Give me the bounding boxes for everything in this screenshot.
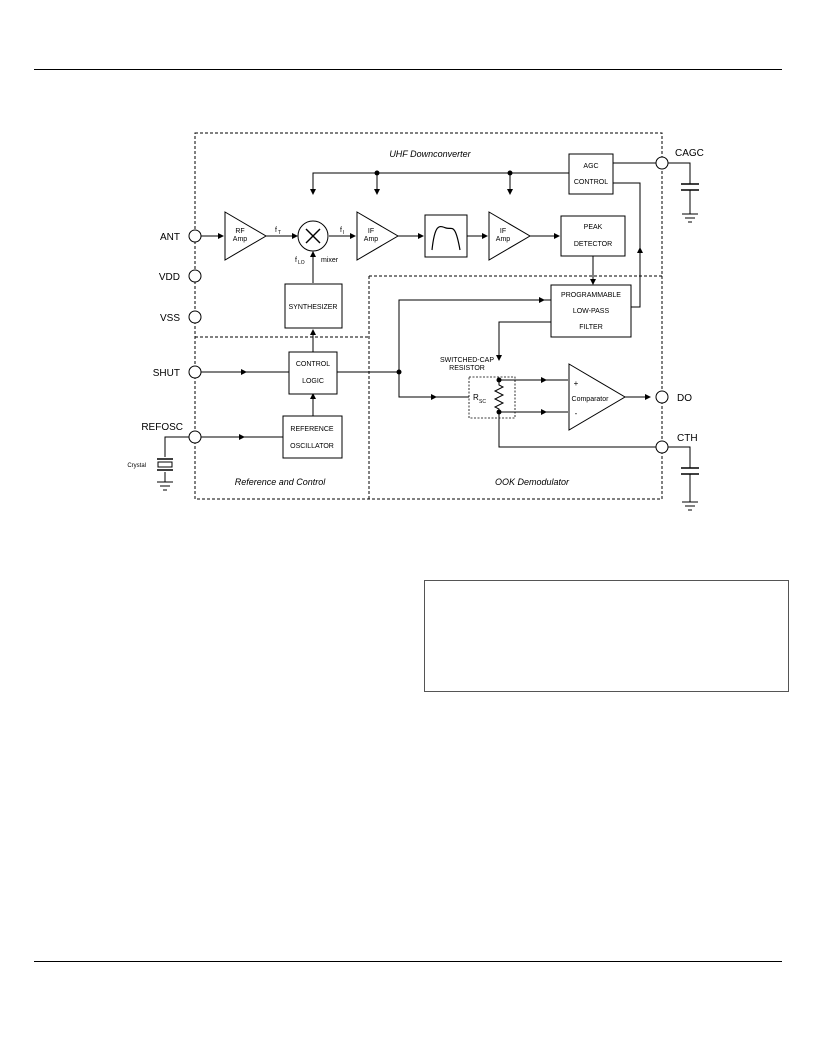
- comparator-label: Comparator: [572, 396, 610, 403]
- control-logic-label-2: LOGIC: [302, 378, 324, 385]
- comparator-minus: -: [575, 409, 578, 418]
- comparator-plus: +: [574, 379, 579, 388]
- wire-lpf-agc: [613, 182, 641, 308]
- if-amp2-label-1: IF: [500, 228, 506, 235]
- wire-ctrl-swcap: [398, 372, 469, 398]
- if-amp1-label-2: Amp: [364, 236, 379, 243]
- shut-pin-label: SHUT: [153, 368, 180, 379]
- wire-ctrl-lpf: [398, 299, 551, 372]
- bandpass-filter-block: [424, 214, 468, 258]
- agc-label-1: AGC: [583, 163, 598, 170]
- junction-plus: [496, 377, 502, 383]
- wire-lpf-rsc: [496, 321, 551, 361]
- vss-pin: [188, 310, 202, 324]
- rf-amp-label-1: RF: [235, 228, 244, 235]
- cagc-pin: [655, 156, 669, 170]
- synthesizer-block: [284, 283, 343, 329]
- reference-control-label: Reference and Control: [235, 477, 327, 487]
- peak-detector-block: [560, 215, 626, 257]
- junction-minus: [496, 409, 502, 415]
- footer-rule: [34, 961, 782, 962]
- agc-label-2: CONTROL: [574, 179, 608, 186]
- lowpass-filter-block: [550, 284, 632, 338]
- cagc-pin-label: CAGC: [675, 148, 704, 159]
- f-lo-sub: LO: [298, 260, 305, 266]
- refosc-block-label-1: REFERENCE: [290, 426, 334, 433]
- wire-agc-to-mixer: [310, 172, 569, 195]
- if-amp1-label-1: IF: [368, 228, 374, 235]
- f-rf-sub: T: [278, 230, 281, 236]
- control-logic-block: [288, 351, 338, 395]
- switched-cap-box: [468, 376, 516, 419]
- mixer-x-icon: [305, 228, 321, 244]
- lpf-label-2: LOW-PASS: [573, 308, 610, 315]
- comparator-triangle: [568, 363, 626, 431]
- resistor-icon: [493, 382, 505, 410]
- uhf-downconverter-label: UHF Downconverter: [389, 149, 471, 159]
- cth-pin: [655, 440, 669, 454]
- junction-agc-if1: [374, 170, 380, 176]
- control-logic-label-1: CONTROL: [296, 361, 330, 368]
- vdd-pin: [188, 269, 202, 283]
- rf-amp-triangle: [224, 211, 267, 261]
- do-pin-label: DO: [677, 393, 692, 404]
- crystal-icon: [157, 436, 189, 491]
- crystal-label: Crystal: [127, 463, 146, 469]
- cagc-capacitor-icon: [668, 162, 699, 223]
- refosc-pin: [188, 430, 202, 444]
- bandpass-filter-icon: [431, 226, 461, 251]
- peak-label-1: PEAK: [584, 224, 603, 231]
- cth-capacitor-icon: [668, 446, 699, 511]
- ant-pin-label: ANT: [160, 232, 180, 243]
- if-amp1-triangle: [356, 211, 399, 261]
- cth-pin-label: CTH: [677, 433, 698, 444]
- synthesizer-label: SYNTHESIZER: [288, 304, 337, 311]
- wire-cth: [498, 412, 656, 448]
- ant-pin: [188, 229, 202, 243]
- ook-demodulator-label: OOK Demodulator: [495, 477, 570, 487]
- vdd-pin-label: VDD: [159, 272, 180, 283]
- rsc-label: R: [473, 393, 479, 402]
- lpf-label-3: FILTER: [579, 324, 603, 331]
- junction-agc-if2: [507, 170, 513, 176]
- note-box: [424, 580, 789, 692]
- rsc-sub: SC: [479, 399, 486, 405]
- lpf-label-1: PROGRAMMABLE: [561, 292, 621, 299]
- refosc-block-label-2: OSCILLATOR: [290, 443, 334, 450]
- agc-control-block: [568, 153, 614, 195]
- shut-pin: [188, 365, 202, 379]
- f-if-sub: I: [343, 230, 344, 236]
- if-amp2-label-2: Amp: [496, 236, 511, 243]
- mixer-label: mixer: [321, 257, 339, 264]
- vss-pin-label: VSS: [160, 313, 180, 324]
- reference-oscillator-block: [282, 415, 343, 459]
- do-pin: [655, 390, 669, 404]
- f-rf-label: f: [275, 227, 277, 234]
- f-lo-label: f: [295, 257, 297, 264]
- refosc-pin-label: REFOSC: [141, 422, 183, 433]
- if-amp2-triangle: [488, 211, 531, 261]
- switched-cap-label-1: SWITCHED-CAP: [440, 357, 494, 364]
- switched-cap-label-2: RESISTOR: [449, 365, 485, 372]
- f-if-label: f: [340, 227, 342, 234]
- header-rule: [34, 69, 782, 70]
- junction-ctrl: [396, 369, 402, 375]
- peak-label-2: DETECTOR: [574, 241, 612, 248]
- rf-amp-label-2: Amp: [233, 236, 248, 243]
